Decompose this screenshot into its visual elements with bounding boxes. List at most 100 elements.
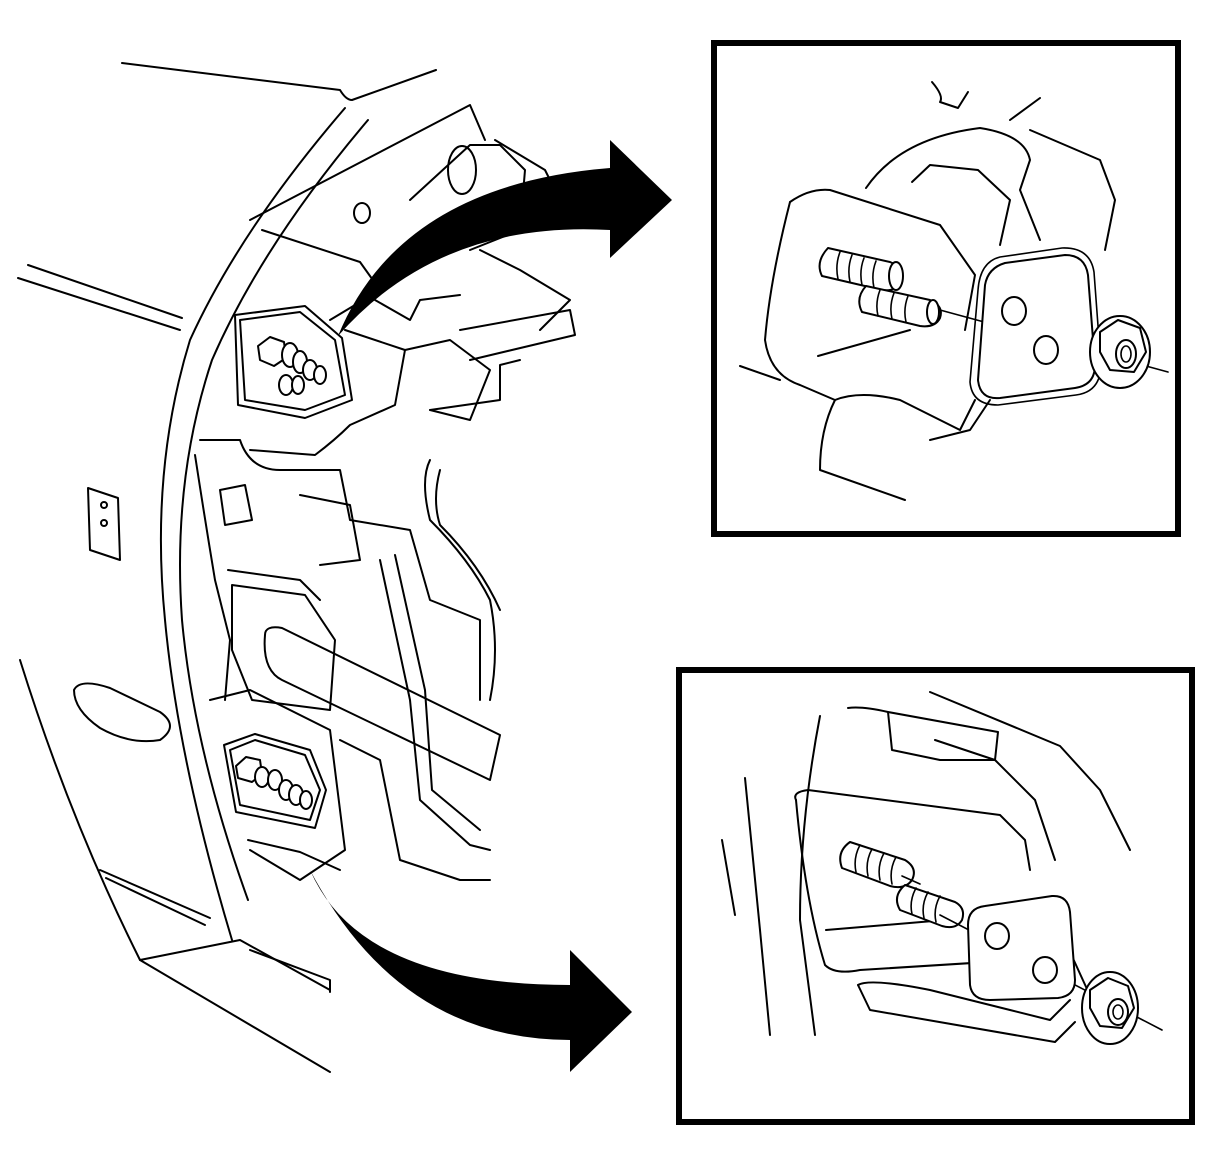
lower-detail-frame	[676, 667, 1195, 1125]
upper-detail-backing-plate	[977, 254, 1096, 400]
rocker-line-2	[105, 877, 206, 926]
lower-detail-right-edge	[929, 691, 1131, 851]
rocker-line	[99, 869, 211, 919]
center-rail-2	[374, 294, 461, 321]
lower-detail-plate-hole-2	[1032, 956, 1058, 984]
lower-callout-arrow	[310, 870, 632, 1072]
upper-detail-bolt-2-threads	[876, 289, 909, 323]
cowl-small-hole	[353, 202, 371, 224]
upper-detail-bolt-1-tip	[888, 261, 904, 291]
upper-detail-lower-flange	[834, 394, 976, 431]
lower-bolt-thread-1	[254, 766, 270, 788]
roof-line	[121, 62, 437, 101]
bracket-hole-1	[100, 501, 108, 509]
lower-detail-crease	[825, 919, 946, 931]
upper-detail-bolts	[818, 247, 942, 328]
upper-detail-right-panel	[1029, 129, 1116, 251]
lower-detail-nut-thread	[1112, 1004, 1124, 1020]
lower-hinge-pad-outline	[223, 733, 327, 829]
lower-detail-nut-bore	[1107, 998, 1129, 1026]
cowl-hole	[447, 145, 477, 195]
center-brace-2	[429, 359, 521, 411]
upper-detail-nut-thread	[1120, 345, 1132, 363]
upper-center-panel	[249, 329, 406, 456]
center-brace	[404, 339, 491, 421]
lower-detail-far-left	[744, 777, 771, 1036]
upper-detail-stub	[739, 365, 781, 381]
lower-panel-edge	[379, 559, 491, 851]
upper-bolt-2-thread-1	[278, 374, 294, 396]
cowl-top	[249, 104, 486, 221]
lower-detail-hex-nut	[1081, 971, 1139, 1045]
upper-detail-hinge-inner	[911, 164, 1011, 246]
upper-detail-pillar-face	[789, 188, 976, 331]
upper-detail-bolt-1-threads	[836, 251, 877, 289]
upper-hinge-pad-outline	[234, 305, 353, 419]
center-rail	[459, 309, 576, 361]
lower-hinge-region	[209, 689, 346, 881]
lower-hinge-bolts	[235, 756, 313, 810]
lower-detail-top-panel	[847, 706, 999, 761]
lower-detail-pillar-left	[799, 715, 821, 1036]
wheel-well-arch-2	[435, 469, 501, 611]
upper-detail-inset	[711, 40, 1181, 537]
lower-bolt-thread-5	[299, 790, 313, 810]
lower-detail-stub	[721, 839, 736, 916]
lower-detail-sill	[857, 981, 1071, 1021]
wheel-well-arch	[424, 459, 496, 701]
lower-panel-edge-2	[394, 554, 481, 831]
upper-hinge-bolts	[257, 336, 327, 396]
lower-floor-line	[339, 739, 491, 881]
opening-left-flange	[194, 454, 231, 701]
lower-detail-pad-outline	[795, 799, 1041, 973]
upper-hinge-pad	[239, 311, 346, 411]
callout-arrows	[310, 140, 672, 1072]
upper-detail-plate-hole-2	[1033, 335, 1059, 365]
lower-detail-bolt-2-threads	[910, 887, 941, 923]
upper-detail-pillar-left	[764, 201, 906, 501]
lower-detail-bolt-1-threads	[854, 844, 897, 885]
lower-hinge-pad	[229, 739, 321, 821]
lower-oval	[73, 682, 171, 743]
lower-detail-sill-2	[857, 984, 1076, 1043]
lower-detail-backing-plate	[967, 894, 1076, 1001]
upper-detail-top-line	[1009, 97, 1041, 121]
sill-step	[249, 949, 331, 993]
body-line-upper-2	[27, 264, 183, 319]
fender-lower-curve	[19, 659, 331, 1073]
upper-callout-arrow	[338, 140, 672, 336]
cowl-brace	[479, 249, 571, 331]
body-line-upper	[17, 277, 181, 331]
upper-detail-top-edge	[931, 81, 969, 109]
upper-detail-hinge-body	[865, 127, 1041, 241]
upper-detail-lower-flange-2	[929, 399, 991, 441]
opening-contour	[199, 439, 481, 701]
lower-detail-plate-hole-1	[984, 922, 1010, 950]
check-strap-arm	[263, 626, 501, 781]
lower-detail-pad-top	[794, 789, 1031, 871]
lower-detail-top-panel-2	[887, 711, 996, 761]
main-view	[17, 62, 576, 1073]
pillar-outer-edge	[159, 107, 346, 941]
lower-bolt-thread-2	[267, 769, 283, 791]
check-strap-top	[227, 569, 321, 601]
opening-panel	[299, 494, 361, 566]
lower-detail-bolts	[839, 841, 965, 929]
bracket-hole-2	[100, 519, 108, 527]
upper-detail-hex-nut	[1089, 315, 1151, 389]
upper-bolt-thread-4	[313, 365, 327, 385]
lower-detail-bolt-1-shank	[901, 875, 921, 885]
upper-detail-nut-bore	[1115, 339, 1137, 369]
pillar-inner-edge	[179, 119, 369, 901]
sill-edge	[139, 939, 331, 991]
upper-detail-bolt-2-tip	[926, 299, 940, 325]
lower-detail-inset	[676, 667, 1195, 1125]
latch-slot	[219, 484, 253, 526]
side-bracket	[87, 487, 121, 561]
upper-detail-crease	[817, 329, 911, 357]
upper-detail-plate-hole-1	[1001, 296, 1027, 326]
lower-sill-panel	[247, 839, 341, 871]
upper-detail-frame	[711, 40, 1181, 537]
